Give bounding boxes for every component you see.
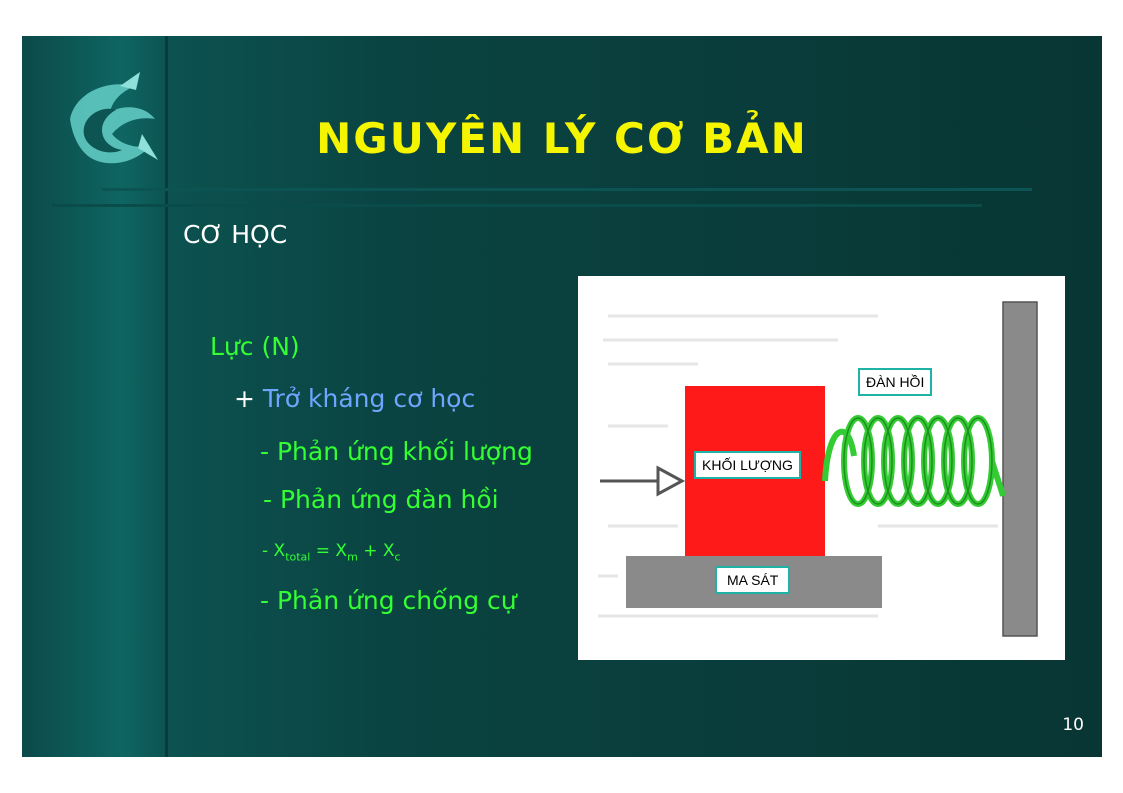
impedance-formula: - Xtotal = Xm + Xc — [262, 541, 401, 563]
slide-title: NGUYÊN LÝ CƠ BẢN — [316, 114, 808, 163]
formula-dash: - — [262, 541, 269, 561]
title-underline-bottom — [52, 204, 982, 207]
title-underline-top — [102, 188, 1032, 191]
resistance-response-item: - Phản ứng chống cự — [260, 586, 517, 615]
diagram-drawing — [598, 301, 1038, 637]
bullet-plus: + — [234, 384, 255, 413]
section-heading: CƠ HỌC — [183, 220, 288, 249]
formula-plus: + X — [363, 541, 395, 561]
slide: NGUYÊN LÝ CƠ BẢN CƠ HỌC Lực (N) + Trở kh… — [22, 36, 1102, 757]
formula-m-sub: m — [347, 550, 358, 564]
force-arrow-icon — [600, 465, 686, 497]
impedance-label: Trở kháng cơ học — [262, 384, 476, 413]
formula-c-sub: c — [394, 550, 401, 564]
band-divider — [165, 36, 168, 757]
elastic-response-item: - Phản ứng đàn hồi — [263, 485, 499, 514]
impedance-item: + Trở kháng cơ học — [234, 384, 475, 413]
spring-label: ĐÀN HỒI — [858, 368, 933, 396]
mass-response-item: - Phản ứng khối lượng — [260, 437, 533, 466]
friction-label: MA SÁT — [715, 566, 791, 594]
dolphin-logo-icon — [70, 72, 158, 164]
page-number: 10 — [1062, 715, 1084, 735]
spring-coil-icon — [822, 415, 1006, 507]
wall — [1002, 301, 1038, 637]
mass-spring-diagram: KHỐI LƯỢNG ĐÀN HỒI MA SÁT — [578, 276, 1065, 660]
formula-eq: = X — [315, 541, 348, 561]
formula-x: X — [273, 541, 286, 561]
mass-label: KHỐI LƯỢNG — [694, 451, 801, 479]
formula-total-sub: total — [285, 550, 311, 564]
force-heading: Lực (N) — [210, 332, 300, 361]
